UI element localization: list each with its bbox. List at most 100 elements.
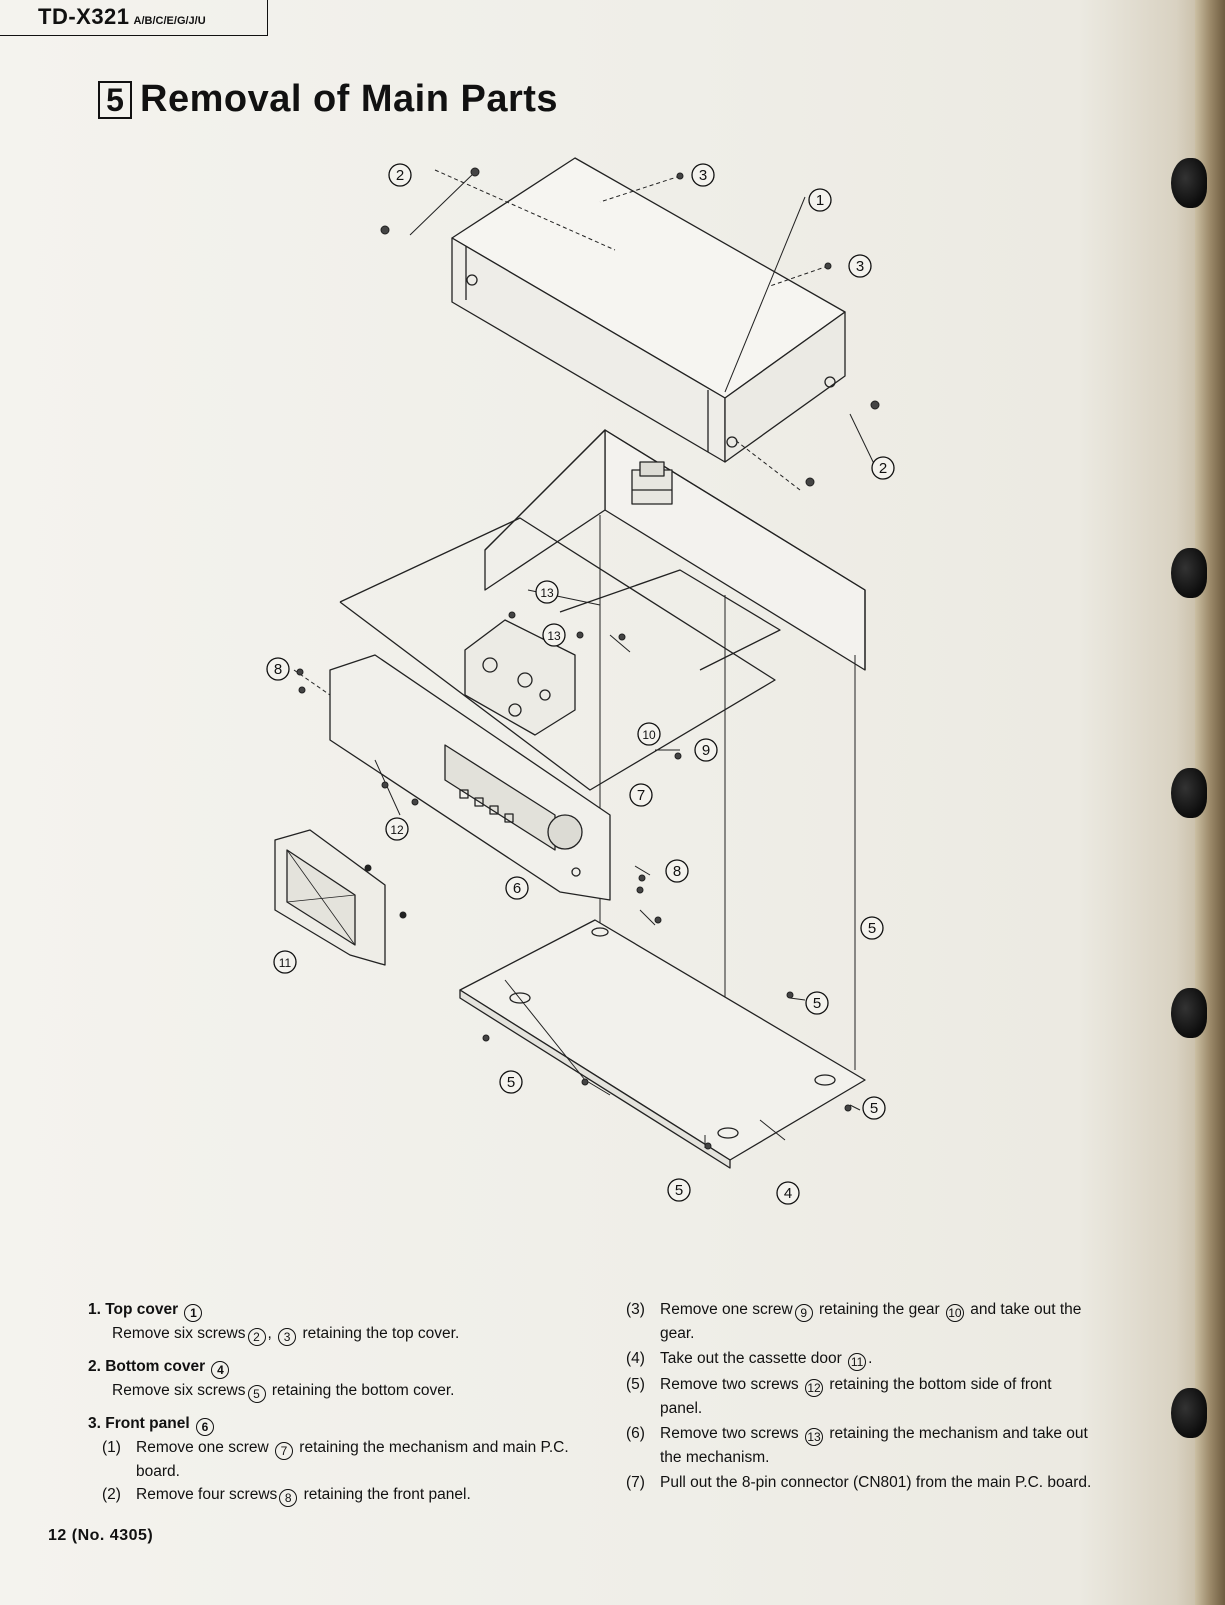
- svg-text:1: 1: [816, 192, 824, 209]
- callout-13: 13: [535, 580, 559, 604]
- instruction-text: Remove six screws: [112, 1382, 246, 1399]
- page-number: 12 (No. 4305): [48, 1527, 154, 1544]
- callout-5: 5: [499, 1070, 523, 1094]
- instruction-text: retaining the bottom cover.: [271, 1382, 455, 1399]
- sub-step: (5) Remove two screws 12 retaining the b…: [626, 1373, 1096, 1420]
- svg-text:5: 5: [507, 1074, 515, 1091]
- callout-7: 7: [629, 783, 653, 807]
- sub-step-number: (1): [102, 1439, 121, 1456]
- cassette-mechanism: [464, 619, 576, 736]
- svg-text:4: 4: [784, 1185, 792, 1202]
- binder-hole: [1171, 988, 1207, 1038]
- instruction-text: Take out the cassette door: [660, 1350, 842, 1367]
- svg-text:5: 5: [868, 920, 876, 937]
- callout-5: 5: [860, 916, 884, 940]
- punctuation: .: [868, 1350, 873, 1367]
- callout-13: 13: [542, 623, 566, 647]
- section-heading: 5 Removal of Main Parts: [98, 78, 558, 121]
- svg-text:3: 3: [699, 167, 707, 184]
- item-heading: 3. Front panel: [88, 1415, 190, 1432]
- model-header: TD-X321 A/B/C/E/G/J/U: [0, 0, 268, 36]
- part-number-badge: 6: [195, 1418, 214, 1436]
- model-name: TD-X321: [38, 4, 130, 29]
- callout-11: 11: [273, 950, 297, 974]
- binder-hole: [1171, 548, 1207, 598]
- svg-text:6: 6: [513, 880, 521, 897]
- page-title: Removal of Main Parts: [140, 78, 559, 120]
- instruction-text: retaining the bottom side of front panel…: [660, 1376, 1052, 1417]
- svg-text:5: 5: [675, 1182, 683, 1199]
- part-number-badge: 8: [279, 1489, 298, 1507]
- svg-text:9: 9: [702, 742, 710, 759]
- binder-hole: [1171, 1388, 1207, 1438]
- svg-text:11: 11: [279, 956, 292, 970]
- svg-text:12: 12: [390, 823, 404, 837]
- part-number-badge: 9: [794, 1304, 813, 1322]
- callout-8: 8: [266, 657, 290, 681]
- instruction-text: Remove six screws: [112, 1325, 246, 1342]
- sub-step-number: (5): [626, 1376, 645, 1393]
- separator-text: ,: [267, 1325, 272, 1342]
- part-number-badge: 2: [247, 1328, 266, 1346]
- item-heading: 1. Top cover: [88, 1301, 179, 1318]
- instruction-text: retaining the mechanism and main P.C. bo…: [136, 1439, 569, 1480]
- instruction-text: Remove one screw: [136, 1439, 269, 1456]
- sub-step-number: (4): [626, 1350, 645, 1367]
- sub-step: (4) Take out the cassette door 11.: [626, 1347, 1096, 1371]
- svg-text:8: 8: [274, 661, 282, 678]
- instruction-text: Remove two screws: [660, 1376, 799, 1393]
- instruction-text: retaining the gear: [818, 1301, 940, 1318]
- part-number-badge: 7: [274, 1442, 293, 1460]
- cassette-door: [274, 829, 386, 966]
- sub-step-number: (6): [626, 1425, 645, 1442]
- svg-text:7: 7: [637, 787, 645, 804]
- callout-3: 3: [848, 254, 872, 278]
- callout-6: 6: [505, 876, 529, 900]
- binder-hole: [1171, 768, 1207, 818]
- instruction-text: Remove four screws: [136, 1486, 278, 1503]
- instruction-text: and take out the gear.: [660, 1301, 1082, 1342]
- svg-text:2: 2: [396, 167, 404, 184]
- instruction-text: retaining the front panel.: [303, 1486, 471, 1503]
- instruction-text: retaining the mechanism and take out the…: [660, 1425, 1088, 1466]
- callout-3: 3: [691, 163, 715, 187]
- callout-5: 5: [805, 991, 829, 1015]
- binder-hole: [1171, 158, 1207, 208]
- callout-10: 10: [637, 722, 661, 746]
- callout-12: 12: [385, 817, 409, 841]
- svg-text:13: 13: [547, 629, 561, 643]
- instruction-text: Remove two screws: [660, 1425, 799, 1442]
- svg-text:5: 5: [813, 995, 821, 1012]
- svg-text:10: 10: [642, 728, 656, 742]
- svg-text:2: 2: [879, 460, 887, 477]
- sub-step: (6) Remove two screws 13 retaining the m…: [626, 1422, 1096, 1469]
- top-cover: [451, 157, 846, 463]
- svg-text:5: 5: [870, 1100, 878, 1117]
- callout-4: 4: [776, 1181, 800, 1205]
- transformer: [631, 461, 673, 505]
- part-number-badge: 13: [805, 1428, 823, 1446]
- svg-text:13: 13: [540, 586, 554, 600]
- part-number-badge: 3: [278, 1328, 297, 1346]
- callout-5: 5: [667, 1178, 691, 1202]
- sub-step-number: (3): [626, 1301, 645, 1318]
- callout-2: 2: [388, 163, 412, 187]
- instruction-item-front-panel: 3. Front panel 6 (1) Remove one screw 7 …: [88, 1412, 578, 1507]
- section-number: 5: [98, 80, 132, 119]
- instruction-text: Remove one screw: [660, 1301, 793, 1318]
- callout-1: 1: [808, 188, 832, 212]
- screws-and-leaders: [293, 167, 880, 1150]
- svg-text:8: 8: [673, 863, 681, 880]
- item-heading: 2. Bottom cover: [88, 1358, 206, 1375]
- part-number-badge: 1: [184, 1304, 203, 1322]
- callout-2: 2: [871, 456, 895, 480]
- callout-8: 8: [665, 859, 689, 883]
- callout-5: 5: [862, 1096, 886, 1120]
